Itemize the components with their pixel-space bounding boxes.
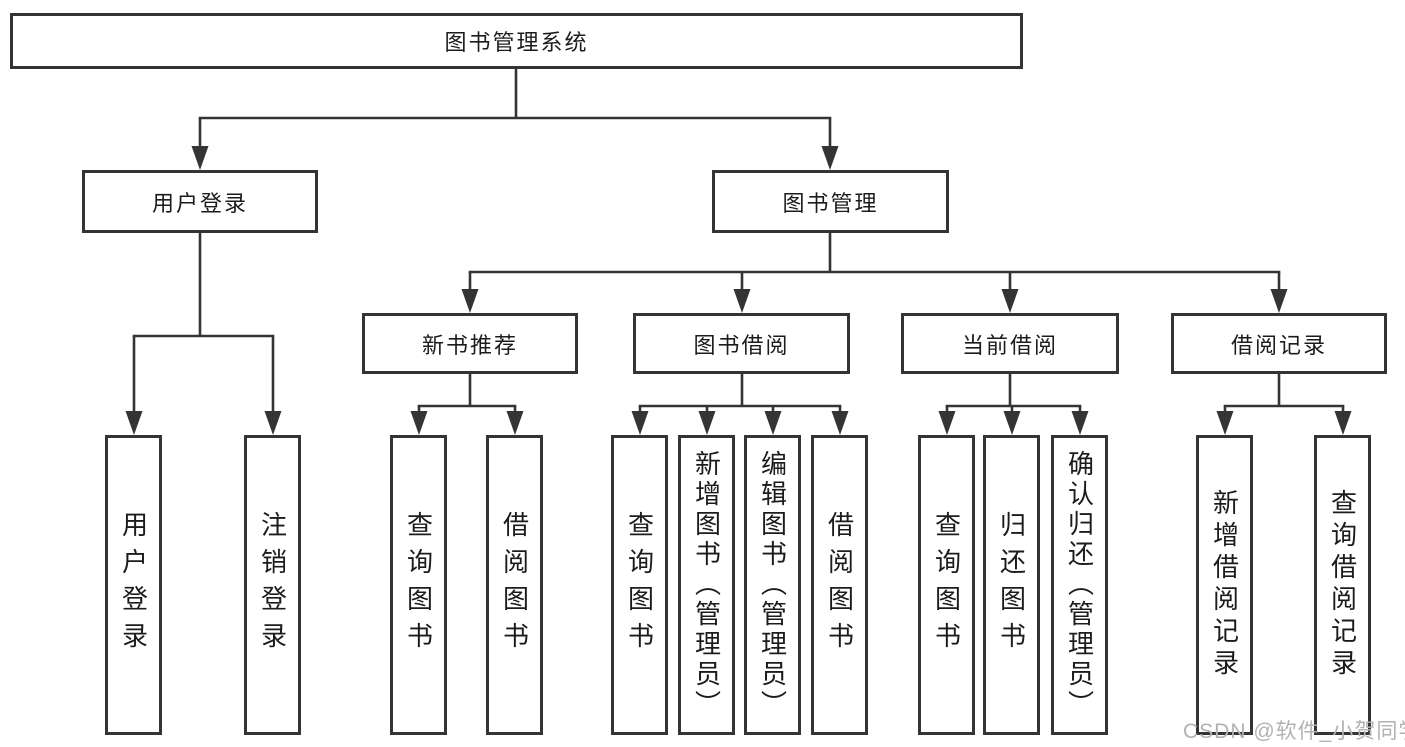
node-label: 查询借阅记录 <box>1327 489 1358 681</box>
node-user-login: 用户登录 <box>82 170 318 233</box>
node-label: 注销登录 <box>257 511 288 659</box>
node-label: 归还图书 <box>996 511 1027 659</box>
connector-borrow-to-leaves <box>631 374 849 435</box>
leaf-add-book-admin: 新增图书（管理员） <box>678 435 735 735</box>
node-label: 图书借阅 <box>693 332 790 358</box>
csdn-watermark: CSDN @软件_小贺同学 <box>1183 720 1405 743</box>
node-label: 借阅图书 <box>824 511 855 659</box>
connector-records-to-leaves <box>1216 374 1352 435</box>
node-label: 编辑图书（管理员） <box>757 450 788 720</box>
leaf-query-borrow-record: 查询借阅记录 <box>1314 435 1371 735</box>
connector-root-to-level2 <box>191 68 839 170</box>
node-label: 查询图书 <box>624 511 655 659</box>
connector-mgmt-to-level3 <box>461 233 1288 313</box>
leaf-borrow-books-recommend: 借阅图书 <box>486 435 543 735</box>
node-label: 新增图书（管理员） <box>691 450 722 720</box>
leaf-confirm-return-admin: 确认归还（管理员） <box>1051 435 1108 735</box>
leaf-return-book: 归还图书 <box>983 435 1040 735</box>
node-current-borrow: 当前借阅 <box>901 313 1119 374</box>
node-label: 用户登录 <box>151 190 248 216</box>
leaf-query-books-recommend: 查询图书 <box>390 435 447 735</box>
leaf-edit-book-admin: 编辑图书（管理员） <box>744 435 801 735</box>
node-book-borrow: 图书借阅 <box>633 313 850 374</box>
node-new-book-recommend: 新书推荐 <box>362 313 578 374</box>
node-label: 用户登录 <box>118 511 149 659</box>
leaf-borrow-books: 借阅图书 <box>811 435 868 735</box>
node-label: 借阅记录 <box>1230 332 1327 358</box>
node-book-management: 图书管理 <box>712 170 949 233</box>
node-label: 图书管理系统 <box>444 30 589 55</box>
connector-recommend-to-leaves <box>410 374 524 435</box>
node-label: 查询图书 <box>403 511 434 659</box>
node-label: 新书推荐 <box>421 332 518 358</box>
node-borrow-records: 借阅记录 <box>1171 313 1387 374</box>
node-label: 图书管理 <box>782 190 879 216</box>
node-label: 当前借阅 <box>961 332 1058 358</box>
node-book-management-system: 图书管理系统 <box>10 13 1023 69</box>
node-label: 查询图书 <box>931 511 962 659</box>
leaf-query-books-borrow: 查询图书 <box>611 435 668 735</box>
leaf-user-login: 用户登录 <box>105 435 162 735</box>
node-label: 确认归还（管理员） <box>1064 450 1095 720</box>
connector-current-to-leaves <box>938 374 1089 435</box>
connector-login-to-leaves <box>125 233 282 435</box>
leaf-logout: 注销登录 <box>244 435 301 735</box>
leaf-add-borrow-record: 新增借阅记录 <box>1196 435 1253 735</box>
node-label: 借阅图书 <box>499 511 530 659</box>
node-label: 新增借阅记录 <box>1209 489 1240 681</box>
leaf-query-books-current: 查询图书 <box>918 435 975 735</box>
